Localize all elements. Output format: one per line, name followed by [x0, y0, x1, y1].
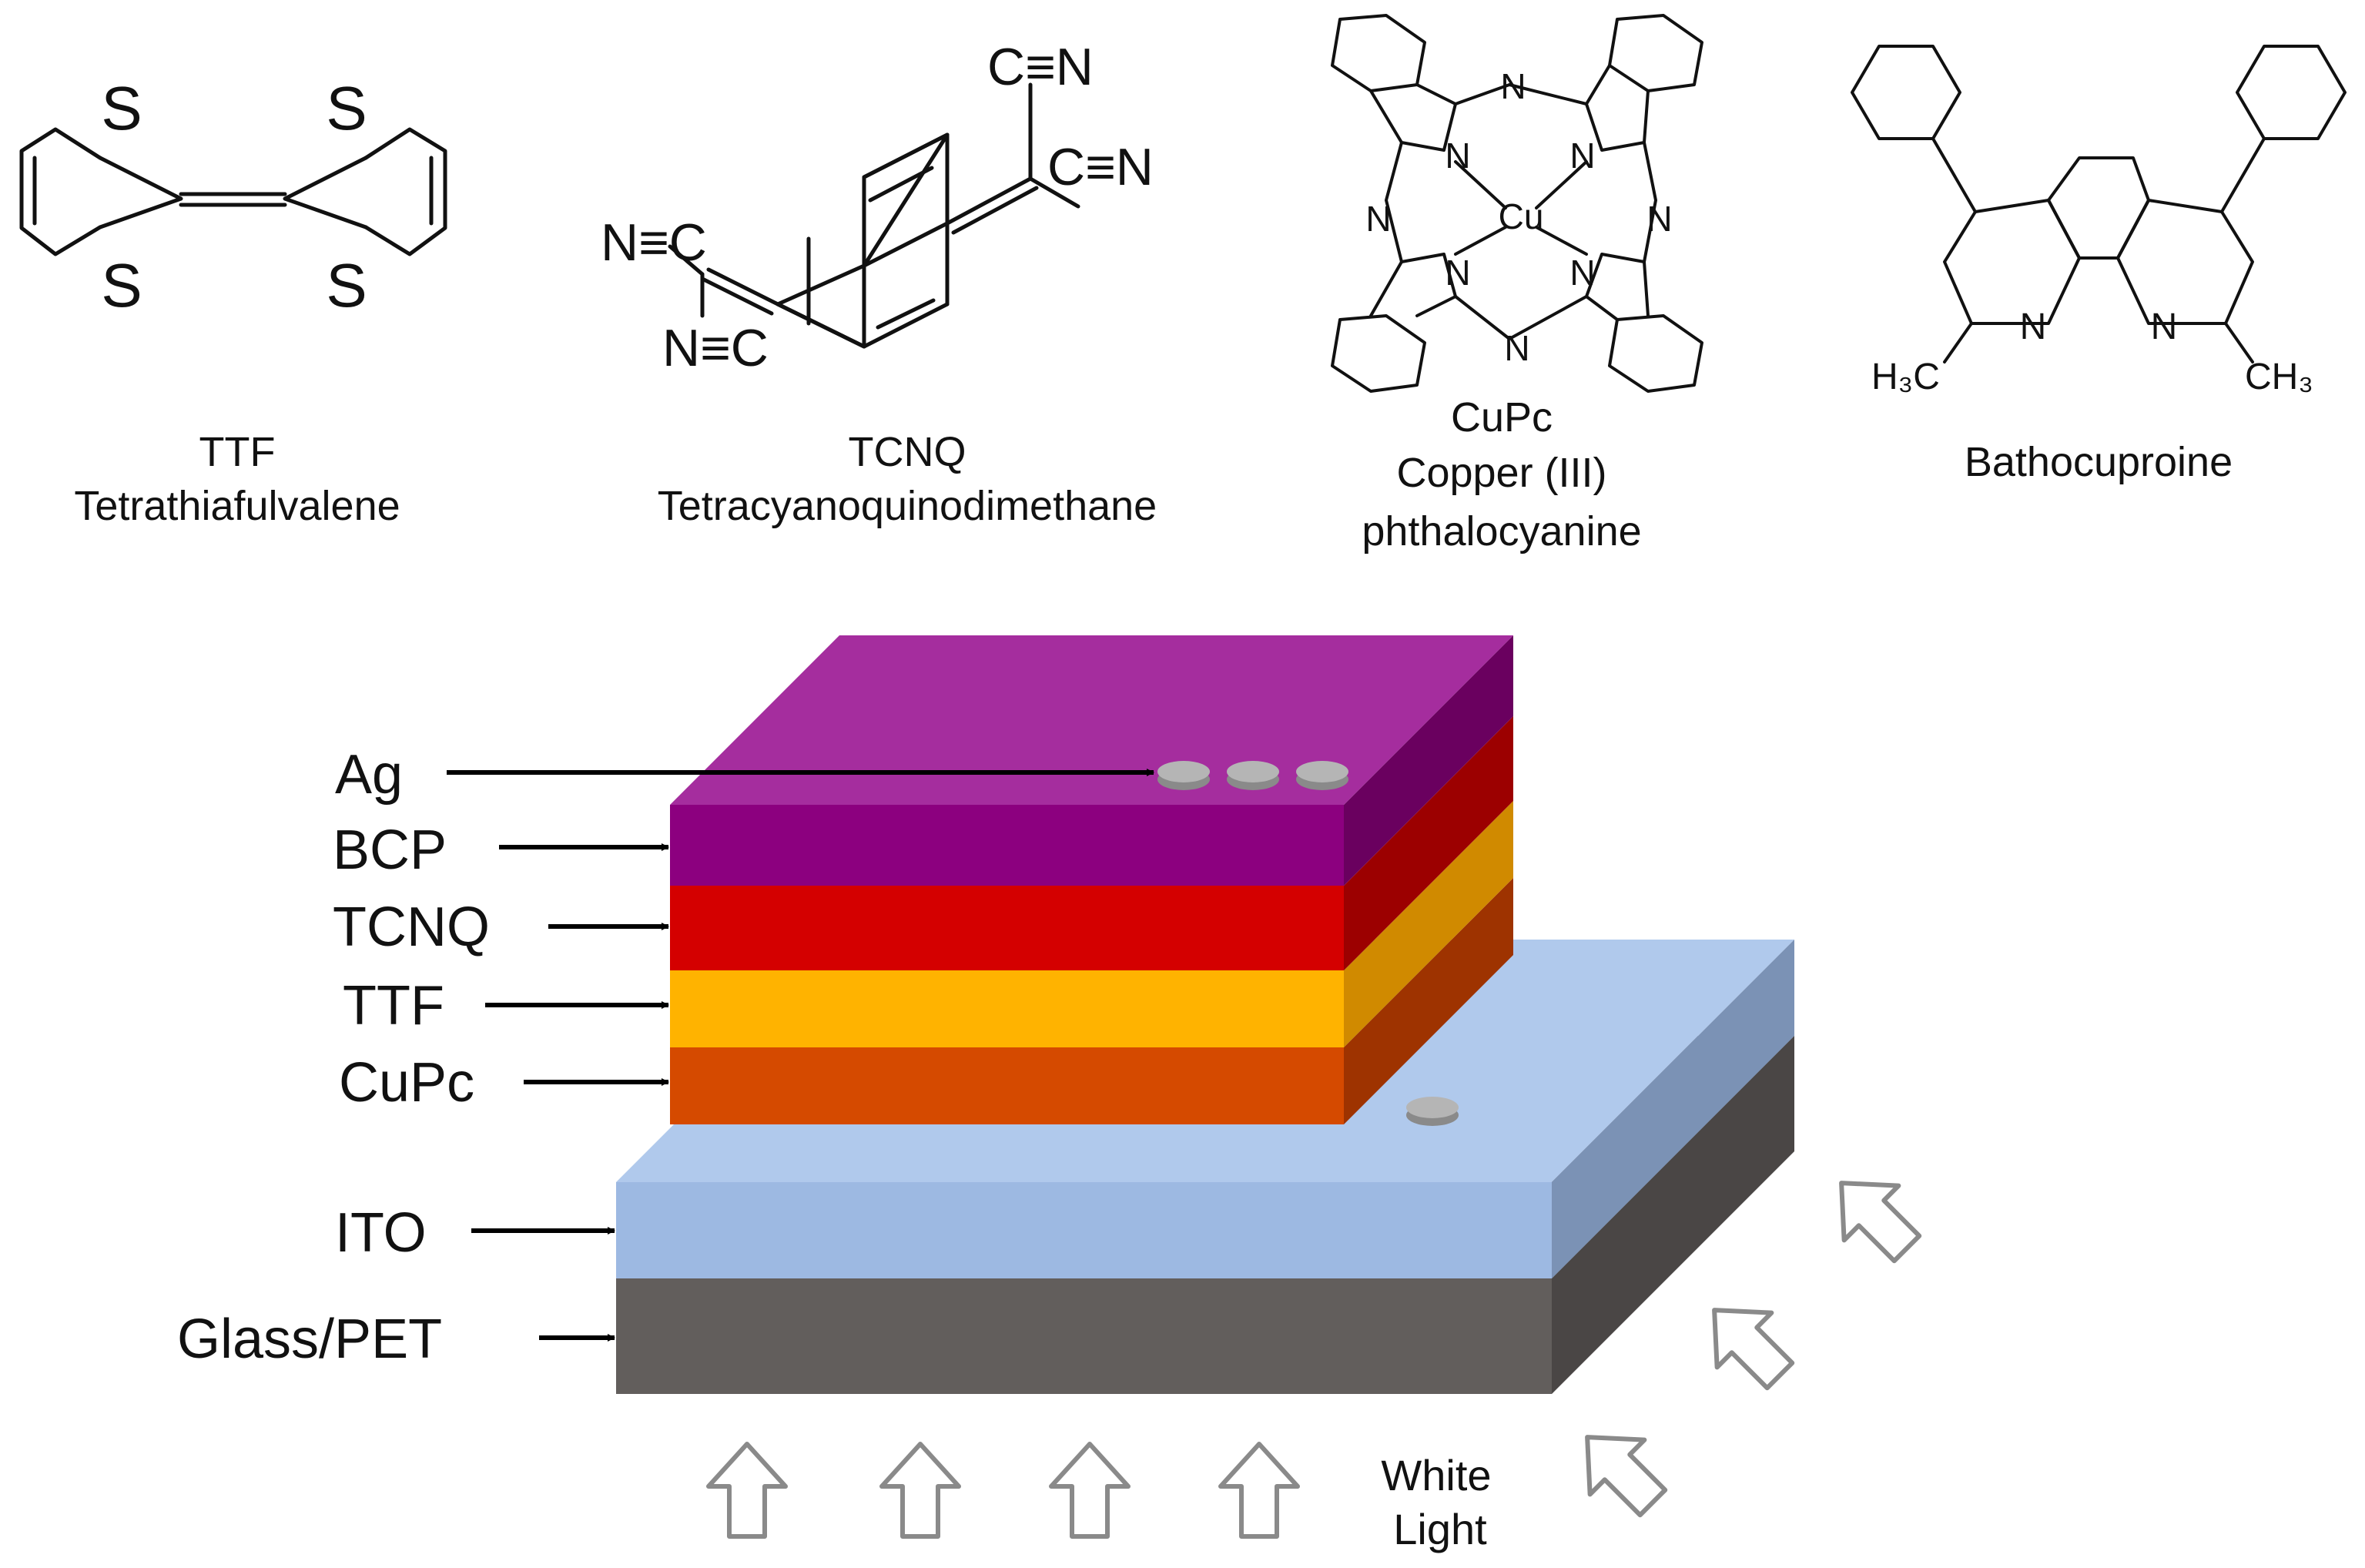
tcnq-cn-right: C≡N	[1047, 138, 1154, 196]
label-ito: ITO	[335, 1202, 427, 1264]
substrate-side	[1552, 1036, 1794, 1394]
ttf-name: Tetrathiafulvalene	[74, 483, 400, 529]
bcp-atom-n: N	[2020, 307, 2047, 347]
cupc-atom-n: N	[1445, 136, 1470, 176]
bcp-methyl-right: CH₃	[2245, 357, 2313, 397]
cupc-atom-n: N	[1365, 199, 1391, 239]
ito-side	[1552, 940, 1794, 1278]
hollow-arrow-icon	[706, 1442, 788, 1539]
layer-bcp	[670, 805, 1344, 886]
tcnq-abbr: TCNQ	[849, 429, 966, 475]
cupc-atom-n: N	[1569, 253, 1595, 293]
layer-labels: Ag BCP TCNQ TTF CuPc ITO Glass/PET	[177, 744, 1154, 1370]
tcnq-cn-left-top: N≡C	[601, 213, 707, 272]
cupc-abbr: CuPc	[1451, 394, 1553, 441]
layer-ttf	[670, 970, 1344, 1047]
cupc-name-line2: phthalocyanine	[1362, 508, 1641, 554]
label-cupc: CuPc	[339, 1052, 474, 1114]
bcp-methyl-left: H₃C	[1871, 357, 1940, 397]
bcp-atom-n: N	[2151, 307, 2178, 347]
ito-contact-top	[1406, 1097, 1459, 1118]
hollow-arrow-icon	[879, 1442, 961, 1539]
cupc-atom-n: N	[1646, 199, 1672, 239]
cupc-structure: N N N N N N N N Cu	[1331, 14, 1703, 393]
ttf-structure: S S S S	[19, 74, 447, 320]
label-substrate: Glass/PET	[177, 1308, 442, 1370]
layer-ito	[616, 1182, 1552, 1278]
hollow-arrow-icon	[1049, 1442, 1131, 1539]
tcnq-cn-left-bottom: N≡C	[662, 319, 769, 377]
tcnq-side	[1344, 716, 1513, 970]
ag-contacts	[1157, 761, 1348, 790]
label-ttf: TTF	[343, 975, 444, 1037]
device-stack	[616, 635, 1794, 1394]
hollow-arrow-icon	[1839, 1181, 1922, 1264]
light-arrows-side	[1585, 1181, 1922, 1518]
label-tcnq: TCNQ	[333, 896, 490, 958]
ttf-atom-s: S	[326, 251, 367, 320]
hollow-arrow-icon	[1585, 1435, 1668, 1518]
layer-substrate	[616, 1278, 1552, 1394]
tcnq-structure: C≡N C≡N N≡C N≡C	[601, 38, 1154, 377]
bcp-structure: N N H₃C CH₃	[1851, 45, 2347, 397]
layer-cupc	[670, 1047, 1344, 1124]
label-ag: Ag	[335, 744, 403, 806]
ttf-atom-s: S	[101, 251, 142, 320]
cupc-side	[1344, 878, 1513, 1124]
cupc-atom-n: N	[1504, 328, 1529, 368]
hollow-arrow-icon	[1218, 1442, 1300, 1539]
white-light-label-line1: White	[1381, 1451, 1491, 1499]
tcnq-cn-top: C≡N	[987, 38, 1094, 96]
light-arrows-bottom	[706, 1442, 1300, 1539]
layer-ag-top	[670, 635, 1513, 805]
tcnq-name: Tetracyanoquinodimethane	[658, 483, 1157, 529]
layer-tcnq	[670, 886, 1344, 970]
bcp-name: Bathocuproine	[1965, 439, 2233, 485]
ttf-atom-s: S	[101, 74, 142, 142]
bcp-side	[1344, 635, 1513, 886]
ttf-side	[1344, 801, 1513, 1047]
cupc-atom-n: N	[1500, 66, 1526, 106]
hollow-arrow-icon	[1712, 1308, 1795, 1391]
cupc-atom-cu: Cu	[1499, 196, 1544, 236]
white-light-label-line2: Light	[1393, 1505, 1487, 1553]
ttf-abbr: TTF	[199, 429, 276, 475]
ttf-atom-s: S	[326, 74, 367, 142]
cupc-atom-n: N	[1569, 136, 1595, 176]
cupc-name-line1: Copper (III)	[1396, 450, 1606, 496]
cupc-atom-n: N	[1445, 253, 1470, 293]
label-bcp: BCP	[333, 819, 447, 881]
